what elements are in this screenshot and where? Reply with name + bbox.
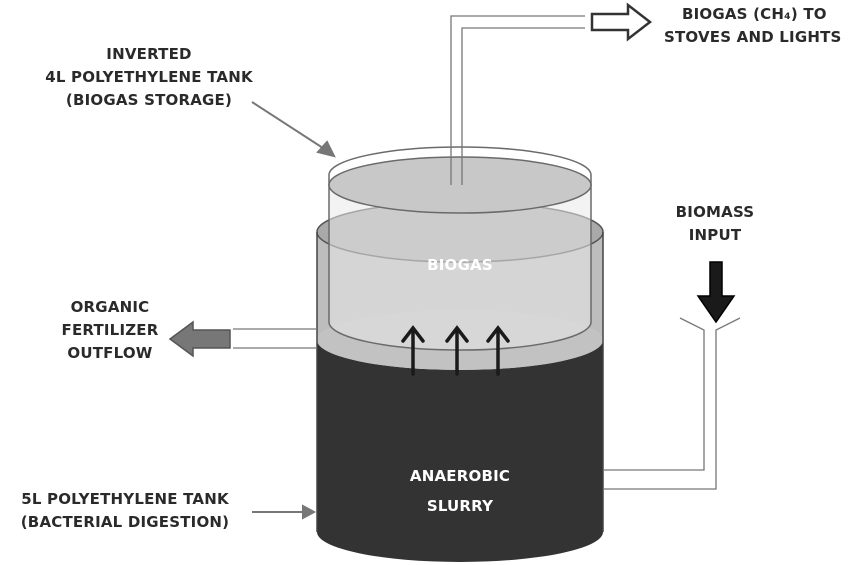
gray-left-arrow-icon bbox=[168, 320, 231, 358]
storage-tank-label-line: (BIOGAS STORAGE) bbox=[65, 91, 233, 109]
digestion-tank-label-line: 5L POLYETHYLENE TANK bbox=[21, 490, 229, 508]
storage-tank-label-line: 4L POLYETHYLENE TANK bbox=[45, 68, 253, 86]
storage-tank-pointer bbox=[251, 101, 327, 151]
label-pointers bbox=[251, 101, 336, 520]
storage-tank-top-edge bbox=[328, 146, 592, 176]
biogas-output-label: BIOGAS (CH₄) TO STOVES AND LIGHTS bbox=[664, 3, 842, 49]
storage-tank-label-line: INVERTED bbox=[106, 45, 192, 63]
biogas-output-label-line: STOVES AND LIGHTS bbox=[664, 28, 842, 46]
slurry-region-label-line: ANAEROBIC bbox=[409, 467, 511, 485]
black-down-arrow-icon bbox=[696, 261, 736, 324]
up-arrow-icon bbox=[486, 325, 510, 376]
biogas-output-label-line: BIOGAS (CH₄) TO bbox=[682, 5, 827, 23]
storage-tank bbox=[328, 146, 592, 351]
storage-tank-body bbox=[328, 184, 592, 351]
gas-rise-arrows bbox=[401, 325, 510, 376]
digestion-tank-pointer-head bbox=[302, 504, 317, 520]
biomass-input-pipe bbox=[603, 317, 741, 490]
up-arrow-icon bbox=[445, 325, 469, 376]
storage-tank-label: INVERTED 4L POLYETHYLENE TANK (BIOGAS ST… bbox=[24, 43, 274, 112]
biogas-outlet-pipe bbox=[450, 15, 585, 185]
slurry-region-label: ANAEROBIC SLURRY bbox=[370, 461, 550, 521]
biogas-region-label: BIOGAS bbox=[427, 256, 493, 274]
fertilizer-outflow-label: ORGANIC FERTILIZER OUTFLOW bbox=[40, 296, 180, 365]
slurry-region-label-line: SLURRY bbox=[426, 497, 494, 515]
fertilizer-outflow-label-line: ORGANIC bbox=[70, 298, 150, 316]
biomass-input-label: BIOMASS INPUT bbox=[660, 201, 770, 247]
fertilizer-outflow-label-line: OUTFLOW bbox=[67, 344, 153, 362]
biomass-input-label-line: BIOMASS bbox=[675, 203, 755, 221]
digestion-tank-label-line: (BACTERIAL DIGESTION) bbox=[20, 513, 230, 531]
storage-tank-surface bbox=[328, 156, 592, 214]
hollow-right-arrow-icon bbox=[590, 2, 653, 42]
biomass-input-label-line: INPUT bbox=[688, 226, 742, 244]
up-arrow-icon bbox=[401, 325, 425, 376]
slurry-body bbox=[317, 340, 603, 562]
fertilizer-outflow-label-line: FERTILIZER bbox=[61, 321, 159, 339]
digestion-tank-label: 5L POLYETHYLENE TANK (BACTERIAL DIGESTIO… bbox=[0, 488, 250, 534]
storage-tank-pointer-head bbox=[316, 140, 336, 158]
fertilizer-outflow-pipe bbox=[233, 328, 317, 349]
storage-tank-top-sides bbox=[328, 175, 592, 185]
